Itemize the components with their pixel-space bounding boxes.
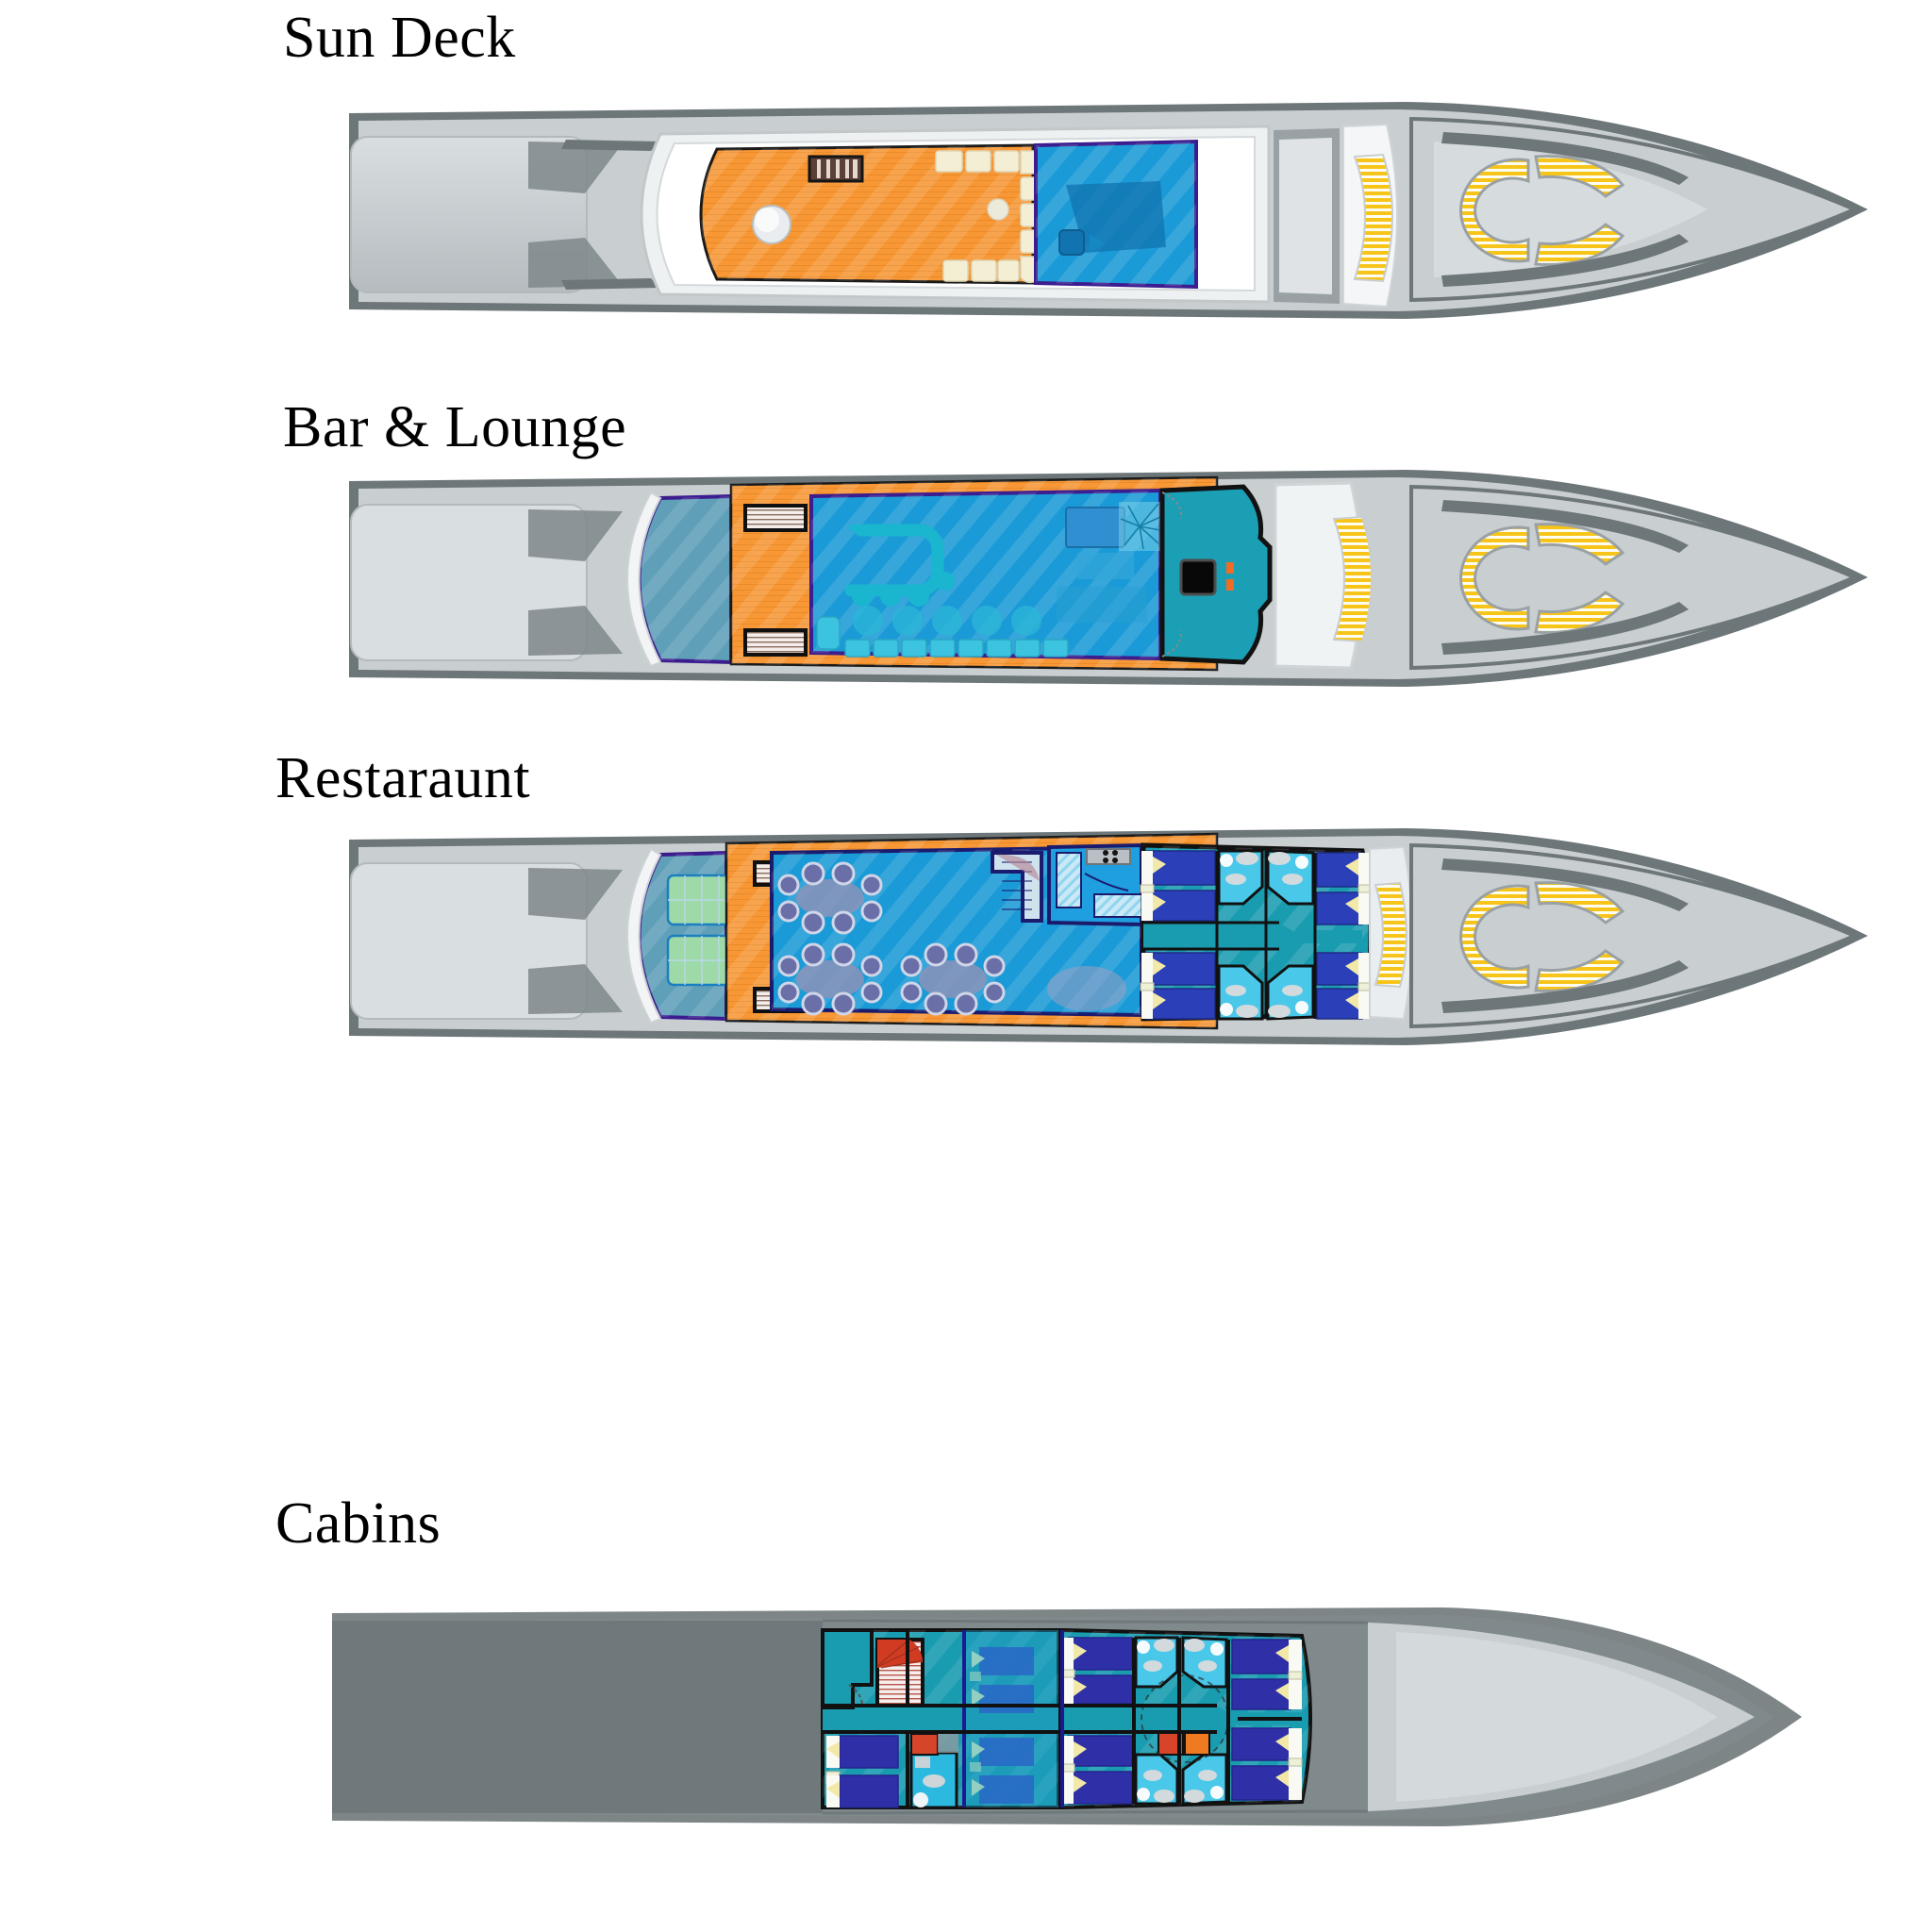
bathroom xyxy=(1217,964,1264,1021)
aft-shaded-terrace xyxy=(626,491,733,668)
bow-section-restaurant xyxy=(1409,842,1860,1029)
bathroom xyxy=(1134,1753,1179,1806)
cabin-block-restaurant xyxy=(1140,842,1374,1022)
bow-section-bar-lounge xyxy=(1409,484,1860,671)
cabin xyxy=(1231,1639,1303,1710)
forward-deck-restaurant xyxy=(1369,845,1413,1021)
cabin xyxy=(1316,852,1371,925)
deck-plan-cabins xyxy=(0,1481,1932,1932)
deck-section-cabins: Cabins xyxy=(0,1481,1932,1932)
stern-platform-bar-lounge xyxy=(350,504,623,661)
stern-platform-restaurant xyxy=(350,862,623,1020)
utility-closets xyxy=(1158,1731,1210,1756)
deck-plan-restaurant xyxy=(0,736,1932,1132)
cabin-block-aft xyxy=(821,1628,1060,1809)
staircase-restaurant xyxy=(991,851,1043,923)
bow-sunbeds xyxy=(1459,881,1625,992)
cabin xyxy=(1231,1727,1303,1801)
bow-sunbeds xyxy=(1459,523,1625,634)
cabin-block-forward xyxy=(1060,1627,1312,1810)
stairs-aft-bar-lounge xyxy=(743,504,808,657)
bathroom xyxy=(1181,1753,1228,1806)
sun-deck-bar-counter xyxy=(808,155,864,183)
cabin xyxy=(1316,952,1371,1020)
spiral-staircase-red xyxy=(875,1638,924,1707)
cabin xyxy=(970,1647,1034,1804)
forward-deck-bar-lounge xyxy=(1274,481,1373,670)
deck-title-cabins: Cabins xyxy=(275,1491,441,1556)
deck-title-sun-deck: Sun Deck xyxy=(283,6,516,70)
forward-observation-deck xyxy=(1159,484,1273,665)
hull-trim-cabins xyxy=(822,1619,1369,1815)
sun-deck-wood-terrace xyxy=(699,143,1035,285)
cabin xyxy=(825,1735,899,1808)
dining-table xyxy=(900,942,1006,1016)
cabin xyxy=(1140,850,1216,922)
lounge-coffee-tables xyxy=(853,606,1041,636)
dining-table xyxy=(777,942,883,1016)
bathroom xyxy=(1217,849,1264,906)
spiral-staircase xyxy=(1119,502,1161,551)
deck-section-bar-lounge: Bar & Lounge xyxy=(0,387,1932,745)
deck-plan-bar-lounge xyxy=(0,387,1932,745)
stern-platform-sun-deck xyxy=(350,136,660,293)
lounge-interior xyxy=(809,488,1162,661)
bar-stools xyxy=(852,572,955,607)
bathroom xyxy=(1266,964,1315,1021)
deck-title-restaurant: Restaraunt xyxy=(275,746,531,810)
deck-plan-sun-deck xyxy=(0,0,1932,387)
cabin xyxy=(1140,952,1216,1020)
cabin xyxy=(1060,1735,1133,1805)
dining-table xyxy=(777,861,883,935)
forward-sunbeds xyxy=(1353,153,1393,283)
galley xyxy=(1047,842,1148,927)
bow-section-sun-deck xyxy=(1409,116,1860,303)
jacuzzi xyxy=(752,205,791,244)
sun-deck-lounge-room xyxy=(1034,139,1198,290)
deck-section-sun-deck: Sun Deck xyxy=(0,0,1932,387)
bathroom xyxy=(909,1733,958,1809)
bathroom xyxy=(1181,1636,1228,1689)
lounge-sofa-row xyxy=(816,616,1069,658)
bow-sunbeds xyxy=(1459,155,1625,266)
deck-title-bar-lounge: Bar & Lounge xyxy=(283,395,627,459)
deck-section-restaurant: Restaraunt xyxy=(0,736,1932,1132)
hatch xyxy=(1179,558,1217,596)
cabin xyxy=(1060,1637,1133,1705)
bathroom xyxy=(1266,849,1315,906)
dining-room xyxy=(770,842,1148,1018)
